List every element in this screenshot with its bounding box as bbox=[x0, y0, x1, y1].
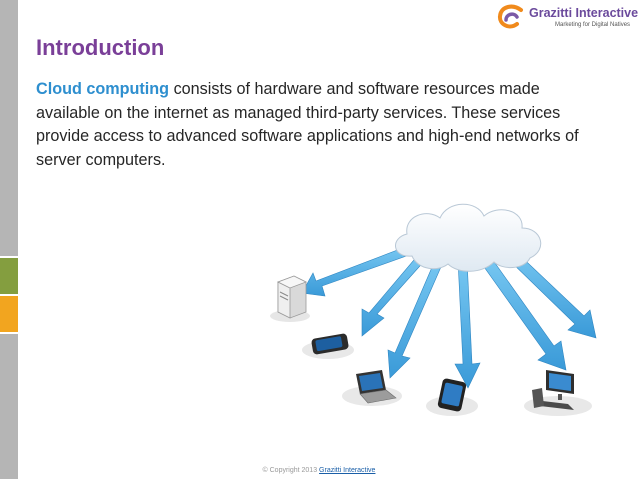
server-icon bbox=[270, 275, 310, 322]
cloud-computing-diagram bbox=[270, 203, 597, 416]
slide-body-text: Cloud computing consists of hardware and… bbox=[36, 78, 581, 172]
sidebar-green-segment bbox=[0, 258, 18, 294]
footer-copyright: © Copyright 2013 Grazitti Interactive bbox=[0, 467, 638, 474]
arrow-to-phone bbox=[361, 253, 428, 337]
laptop-icon bbox=[342, 370, 402, 406]
desktop-computer-icon bbox=[524, 370, 592, 416]
copyright-text: © Copyright 2013 bbox=[262, 467, 318, 474]
highlight-term: Cloud computing bbox=[36, 80, 170, 98]
cloud-icon bbox=[395, 203, 542, 272]
arrows-group bbox=[301, 245, 597, 389]
logo-brand-name: Grazitti Interactive bbox=[529, 6, 638, 20]
slide-title: Introduction bbox=[36, 35, 165, 60]
swirl-logo-icon bbox=[497, 4, 523, 29]
logo-tagline: Marketing for Digital Natives bbox=[555, 22, 631, 28]
arrow-to-smartphone bbox=[454, 259, 481, 389]
arrow-to-desktop bbox=[481, 255, 567, 371]
sidebar-gray-segment-bottom bbox=[0, 334, 18, 479]
phone-icon bbox=[302, 333, 354, 359]
sidebar-stripe bbox=[0, 0, 18, 479]
sidebar-orange-segment bbox=[0, 296, 18, 332]
arrow-to-server bbox=[301, 245, 413, 297]
arrow-to-laptop bbox=[387, 257, 445, 379]
sidebar-gray-segment bbox=[0, 0, 18, 256]
smartphone-icon bbox=[426, 378, 478, 416]
body-sentence: consists of hardware and software resour… bbox=[36, 80, 579, 169]
company-logo: Grazitti Interactive Marketing for Digit… bbox=[497, 4, 638, 36]
footer-company-link[interactable]: Grazitti Interactive bbox=[319, 467, 376, 474]
